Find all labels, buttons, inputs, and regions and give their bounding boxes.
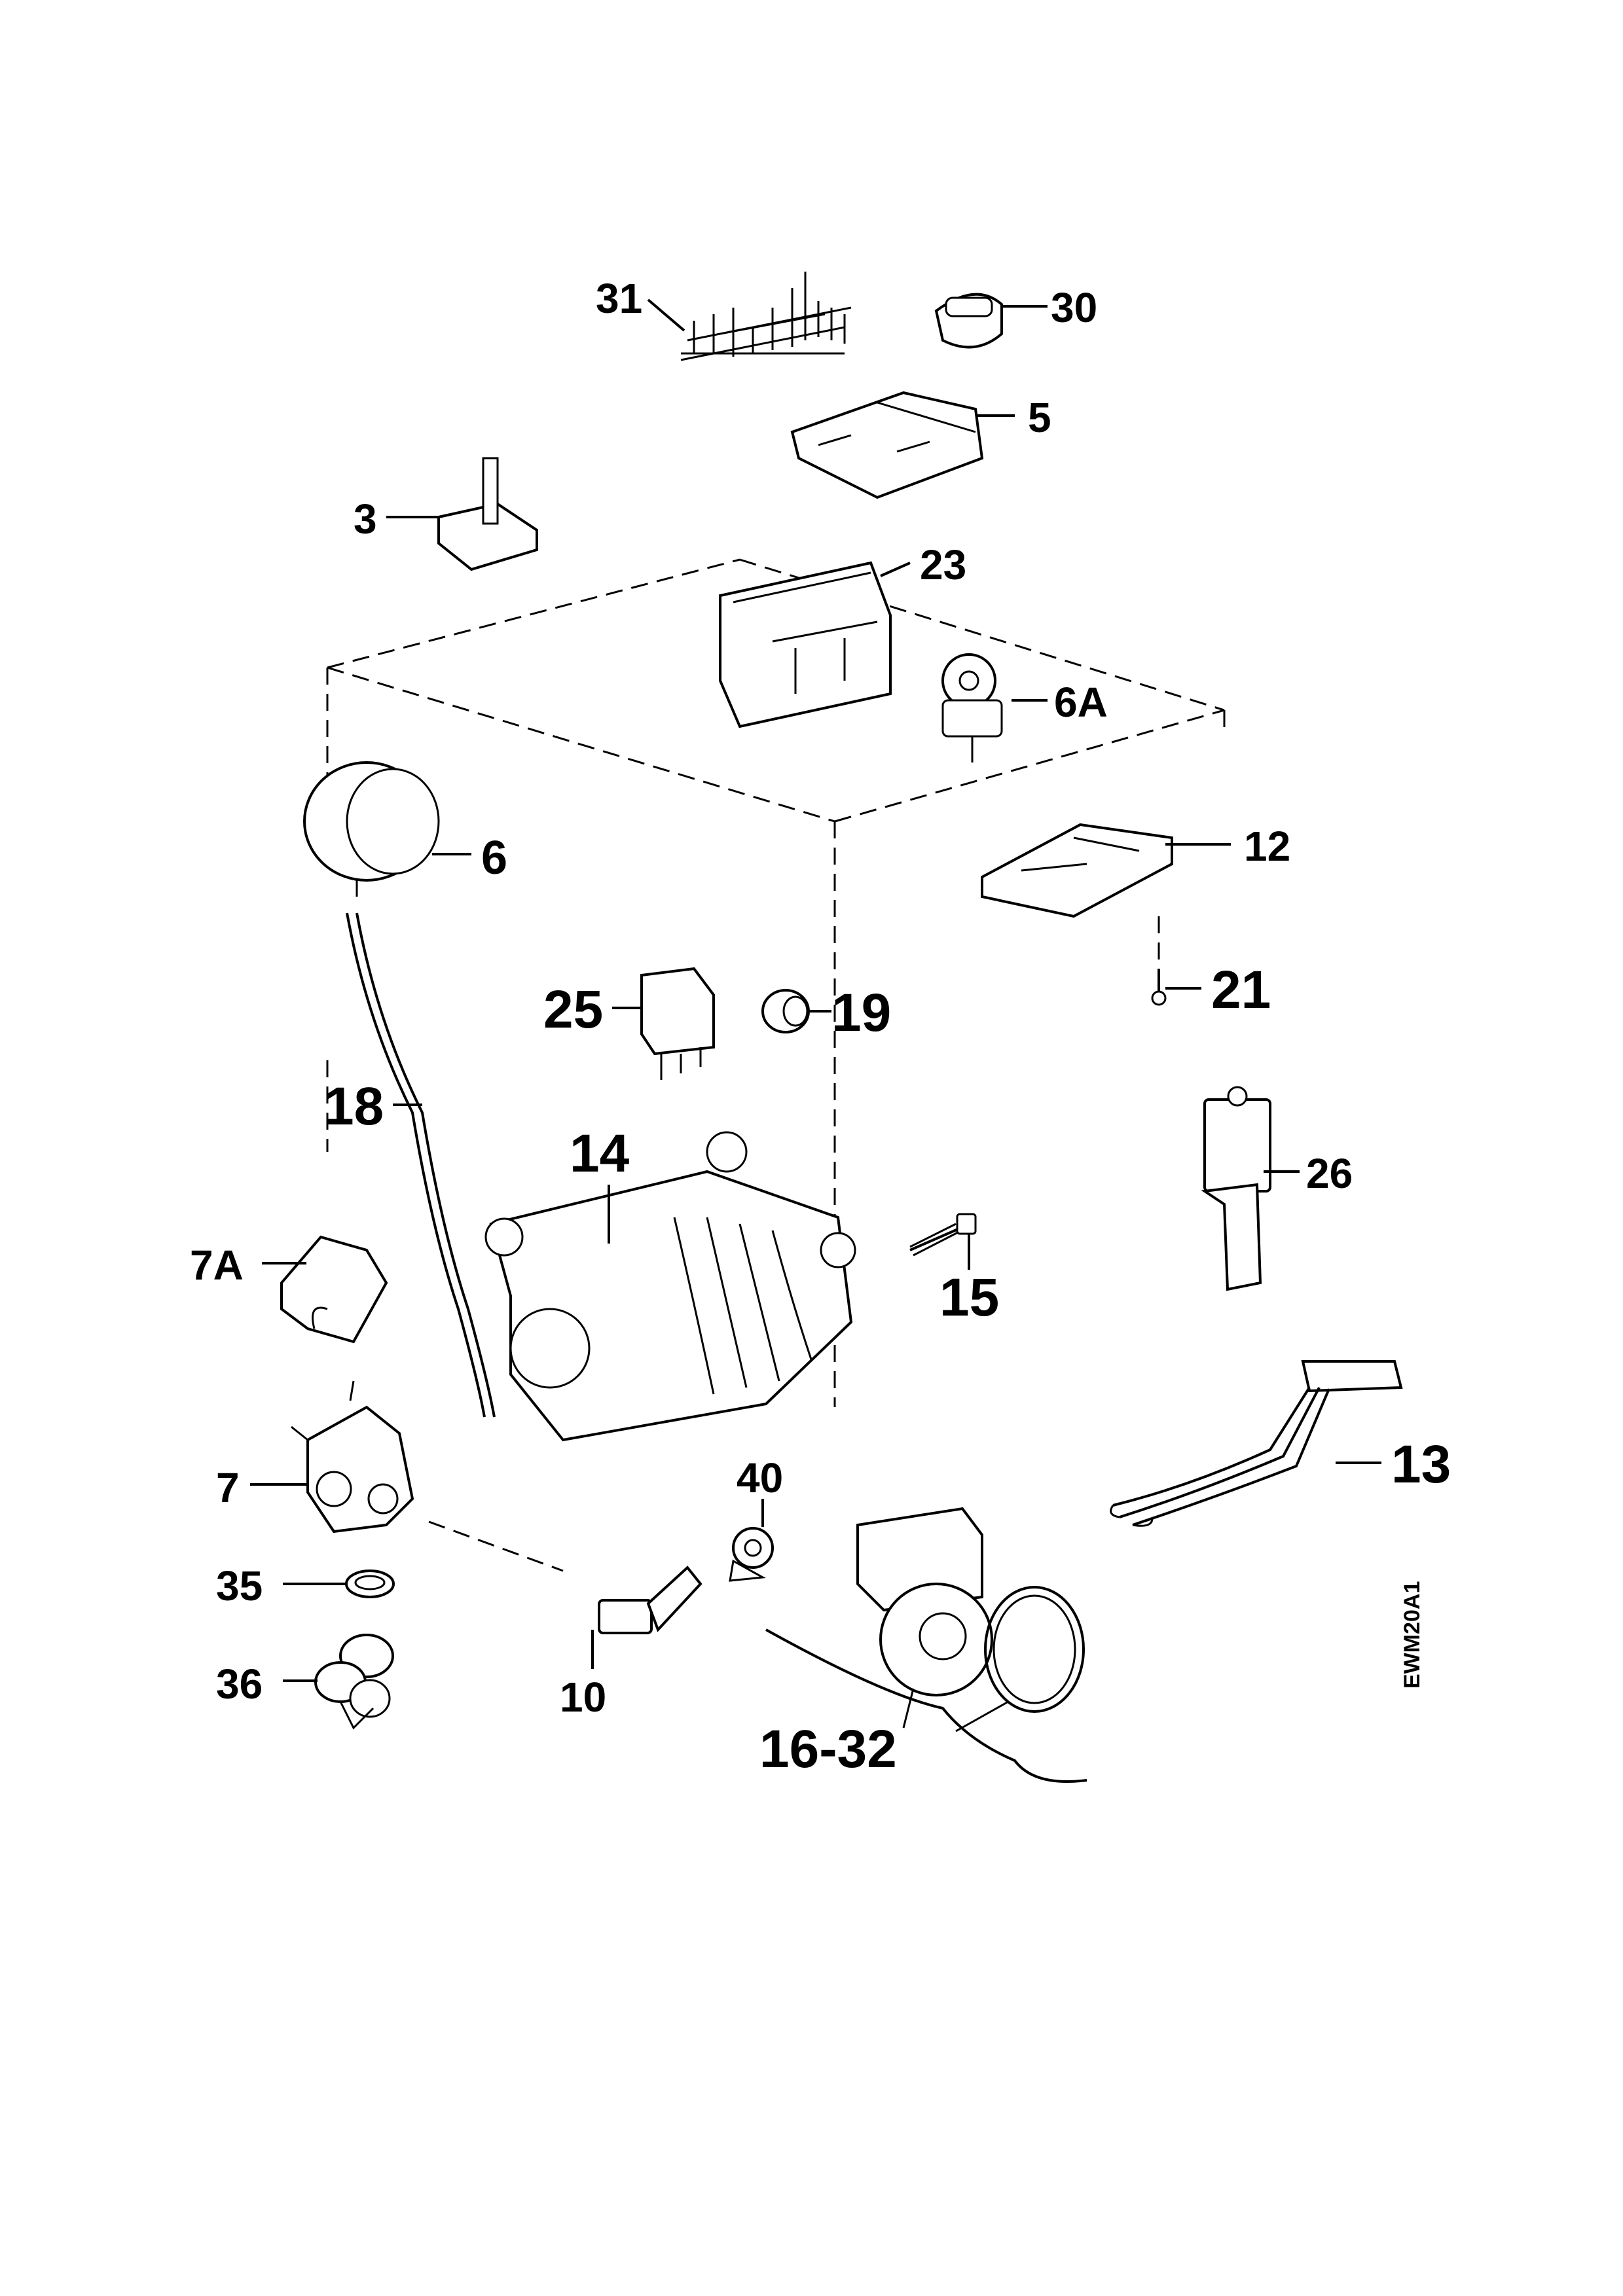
label-6A: 6A — [1054, 679, 1108, 726]
label-26: 26 — [1306, 1150, 1353, 1197]
label-23: 23 — [920, 541, 966, 588]
label-15: 15 — [939, 1268, 999, 1327]
label-14: 14 — [570, 1124, 630, 1183]
leader-16-32 — [902, 1688, 1009, 1732]
part-16-32-drain-pump — [765, 1507, 1087, 1783]
part-7A-clip — [280, 1235, 388, 1344]
part-23-module — [719, 561, 892, 728]
part-31-wiring-harness — [680, 272, 852, 361]
part-7-valve — [291, 1380, 414, 1534]
part-26-sensor — [1201, 1086, 1271, 1291]
label-3: 3 — [354, 495, 377, 543]
label-7A: 7A — [190, 1242, 244, 1289]
part-5-electronic-board — [790, 391, 984, 499]
label-6: 6 — [481, 832, 507, 884]
leader-31 — [647, 298, 685, 332]
part-30-connector — [934, 293, 1003, 349]
label-30: 30 — [1051, 284, 1097, 331]
part-labels: 31 30 5 3 23 6A 6 12 21 25 19 18 14 7A 2… — [190, 275, 1451, 1779]
part-10-connector — [598, 1566, 702, 1634]
part-18-hose — [346, 912, 496, 1418]
part-19-grommet — [761, 989, 810, 1033]
part-36-hose-connector — [314, 1634, 394, 1730]
label-35: 35 — [216, 1562, 263, 1609]
label-25: 25 — [543, 980, 603, 1039]
part-15-bolt — [909, 1213, 977, 1257]
label-36: 36 — [216, 1660, 263, 1708]
part-6-programmer — [303, 761, 440, 897]
label-5: 5 — [1028, 394, 1051, 441]
leader-23 — [880, 562, 911, 577]
part-14-motor — [484, 1131, 856, 1442]
label-21: 21 — [1211, 960, 1271, 1020]
label-19: 19 — [831, 983, 891, 1043]
label-16-32: 16-32 — [759, 1719, 897, 1779]
part-3-switch — [437, 457, 538, 571]
part-12-door-interlock — [981, 823, 1173, 969]
part-6A-pressure-switch — [941, 653, 1003, 762]
diagram-code: EWM20A1 — [1400, 1581, 1425, 1689]
part-35-seal — [345, 1570, 395, 1598]
part-25-suppressor — [640, 967, 715, 1080]
label-13: 13 — [1391, 1435, 1451, 1494]
label-7: 7 — [216, 1464, 240, 1511]
part-13-heater — [1110, 1360, 1403, 1527]
part-21-screw — [1151, 969, 1167, 1006]
label-12: 12 — [1244, 823, 1290, 870]
label-40: 40 — [737, 1454, 783, 1501]
label-31: 31 — [596, 275, 642, 322]
label-10: 10 — [560, 1674, 606, 1721]
label-18: 18 — [324, 1077, 384, 1136]
part-40-sensor — [729, 1527, 774, 1582]
